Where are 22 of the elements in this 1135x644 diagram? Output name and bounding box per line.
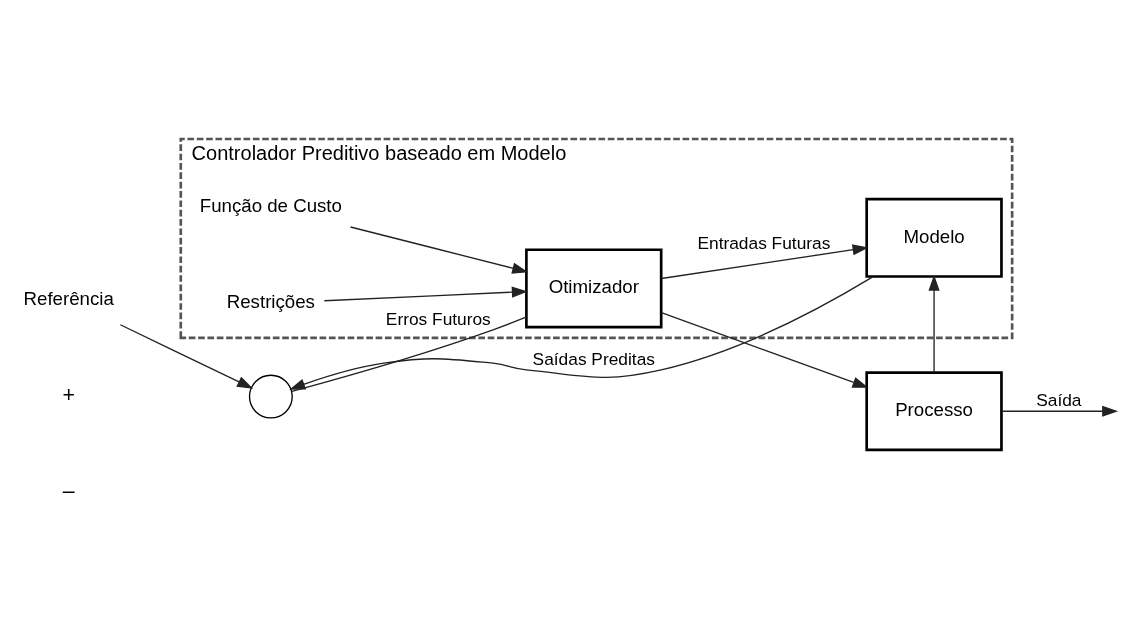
arrow: [119, 323, 254, 389]
label: –: [62, 478, 75, 503]
arrow: [323, 286, 528, 301]
arrow: [289, 275, 874, 390]
node-box: Otimizador: [525, 247, 663, 328]
node-box: Modelo: [865, 197, 1003, 278]
arrow: [349, 225, 529, 274]
connector: [291, 316, 527, 392]
node-text: Referência: [23, 287, 114, 309]
arrow: [1000, 405, 1119, 417]
arrow: [660, 243, 869, 279]
node-box: Processo: [865, 370, 1003, 451]
arrow: [928, 274, 940, 373]
node-text: Restrições: [226, 290, 315, 312]
node-circle: [248, 374, 293, 419]
arrow: [660, 311, 869, 388]
edge-label: Saídas Preditas: [532, 348, 655, 369]
label: +: [62, 382, 75, 407]
node-text: Função de Custo: [199, 194, 342, 216]
edge-label: Erros Futuros: [385, 308, 491, 329]
edge-label: Entradas Futuras: [697, 232, 831, 253]
edge-label: Saída: [1036, 389, 1082, 410]
